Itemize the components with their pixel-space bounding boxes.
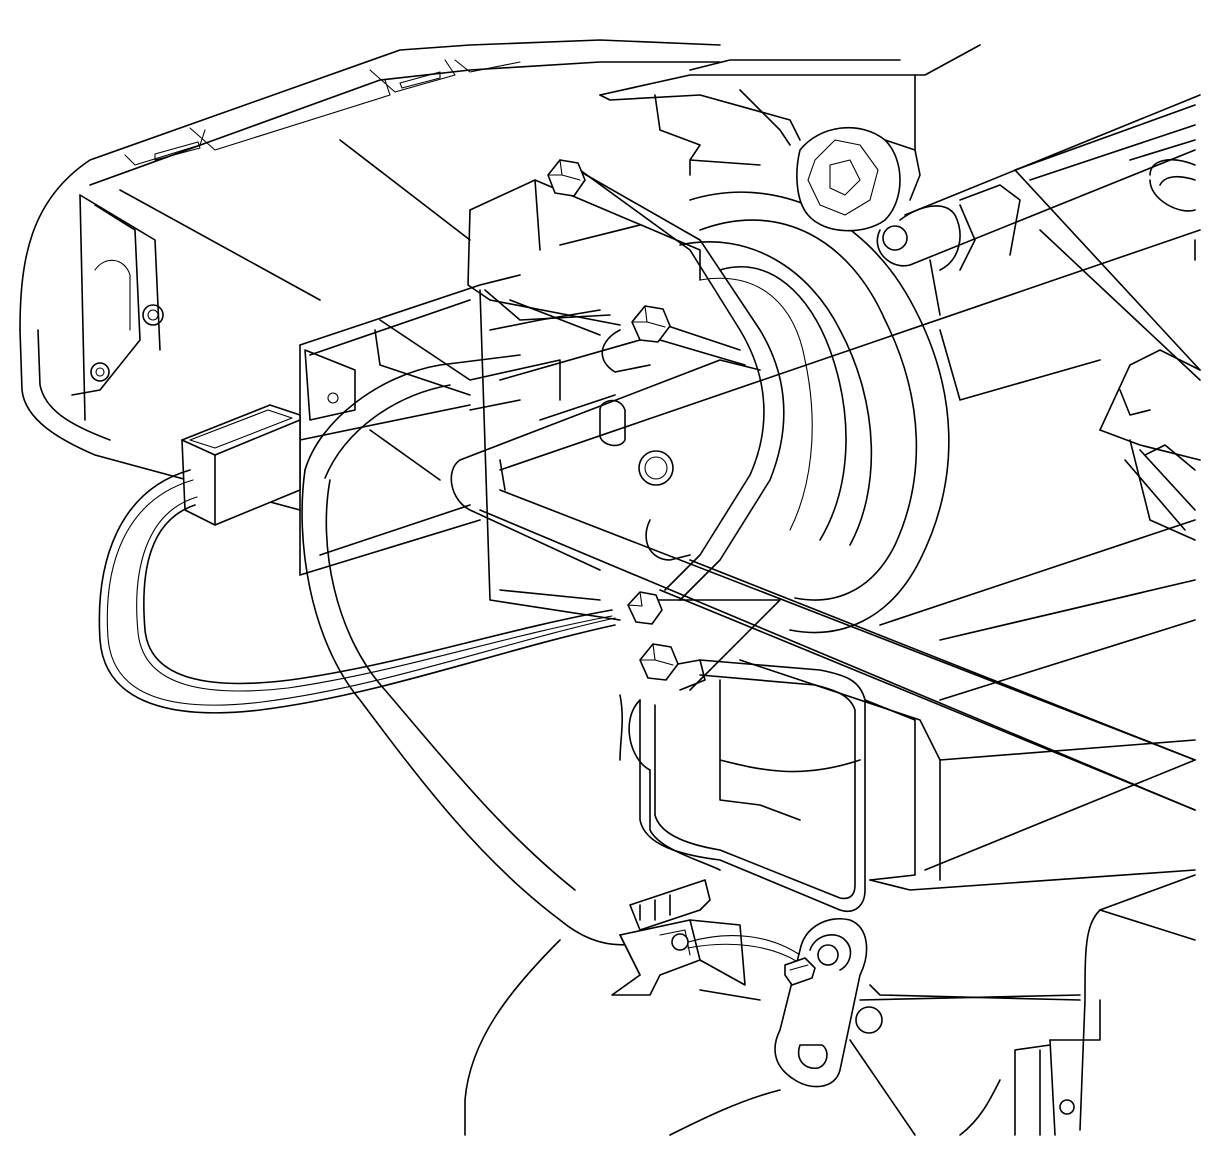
hvac-module-housing — [20, 40, 720, 575]
actuator-mounting-bolts — [548, 160, 705, 690]
harness-retainer-clip — [612, 880, 800, 995]
lower-housing — [465, 660, 1195, 1135]
bolt-icon — [640, 644, 705, 690]
blower-motor-housing — [600, 45, 1200, 760]
bolt-icon — [632, 306, 670, 342]
bolt-icon — [548, 160, 585, 196]
actuator-motor — [451, 160, 1200, 810]
electrical-connector — [182, 405, 300, 525]
actuator-link-rod — [660, 560, 1195, 810]
wiring-harness — [99, 355, 650, 945]
door-link-lever — [775, 919, 867, 1087]
bolt-icon — [628, 592, 662, 624]
